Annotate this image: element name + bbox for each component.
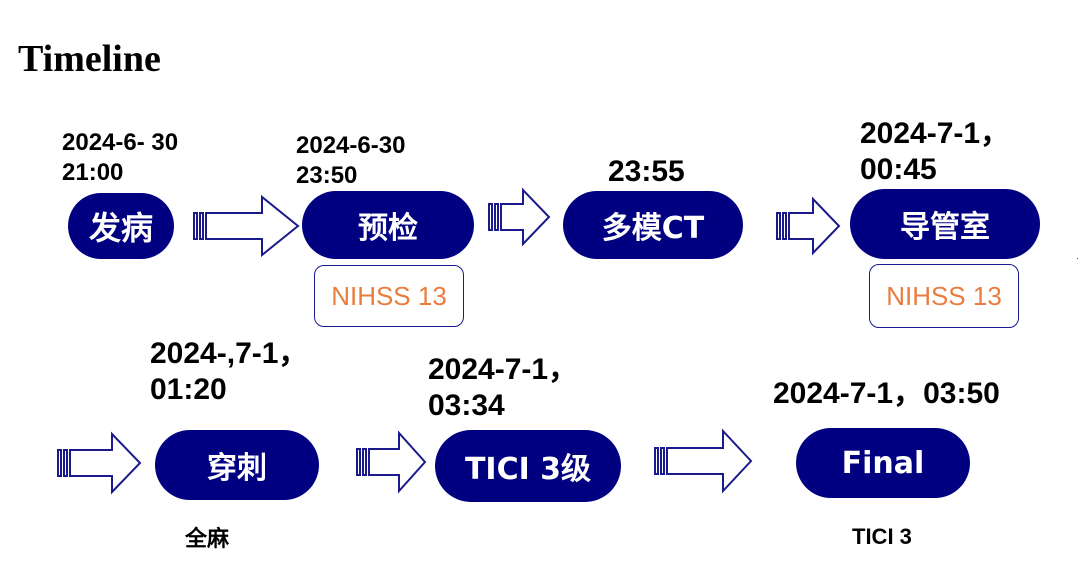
nihss-score-badge-triage: NIHSS 13	[314, 265, 464, 327]
step-time-cathlab: 2024-7-1， 00:45	[860, 117, 1011, 186]
nihss-score-badge-cathlab: NIHSS 13	[869, 264, 1019, 328]
hollow-right-arrow-icon	[654, 428, 753, 494]
slide-edge-mark	[1077, 258, 1078, 259]
step-cath-lab: 导管室	[850, 189, 1040, 259]
page-title: Timeline	[18, 38, 161, 80]
final-tici-note: TICI 3	[852, 524, 912, 549]
step-time-triage: 2024-6-30 23:50	[296, 132, 406, 189]
hollow-right-arrow-icon	[193, 194, 300, 258]
step-multimodal-ct: 多模CT	[563, 191, 743, 259]
hollow-right-arrow-icon	[356, 430, 427, 494]
hollow-right-arrow-icon	[776, 196, 841, 256]
step-time-tici3: 2024-7-1， 03:34	[428, 353, 579, 422]
step-time-onset: 2024-6- 30 21:00	[62, 129, 179, 186]
hollow-right-arrow-icon	[57, 431, 142, 495]
step-onset: 发病	[68, 193, 174, 259]
step-time-final: 2024-7-1，03:50	[773, 377, 1000, 410]
step-final: Final	[796, 428, 970, 498]
hollow-right-arrow-icon	[488, 187, 551, 247]
step-puncture: 穿刺	[155, 430, 319, 500]
step-time-puncture: 2024-,7-1， 01:20	[150, 337, 309, 406]
step-tici3-grade: TICI 3级	[435, 430, 621, 502]
step-time-ct: 23:55	[608, 155, 685, 188]
anesthesia-note: 全麻	[185, 527, 230, 552]
step-triage: 预检	[302, 191, 474, 259]
